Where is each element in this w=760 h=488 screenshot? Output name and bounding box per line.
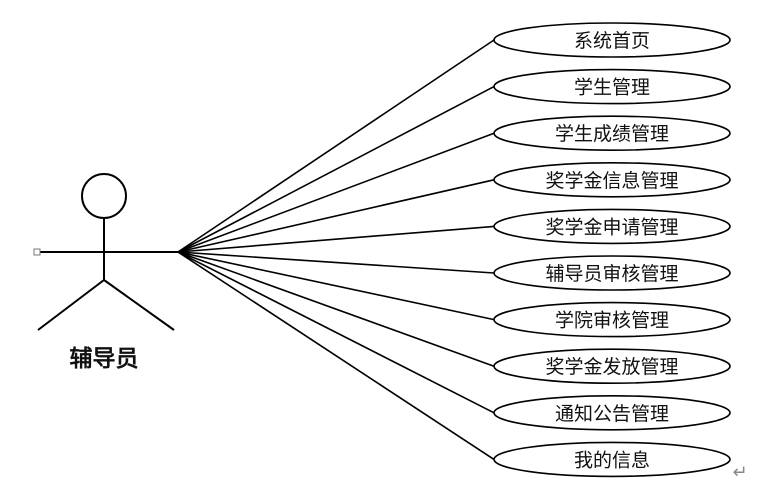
use-case-ellipse[interactable] bbox=[493, 255, 731, 291]
association-line bbox=[177, 251, 495, 461]
use-case-ellipse[interactable] bbox=[493, 68, 731, 105]
selection-handle-icon bbox=[33, 248, 41, 256]
use-case[interactable]: 学生管理 bbox=[493, 68, 731, 105]
association-line bbox=[177, 225, 495, 253]
use-case-ellipse[interactable] bbox=[493, 162, 731, 198]
use-case-label: 学生成绩管理 bbox=[555, 123, 669, 145]
actor-head-icon bbox=[81, 173, 127, 219]
use-case[interactable]: 我的信息 bbox=[493, 441, 731, 478]
association-line bbox=[177, 251, 495, 274]
use-case[interactable]: 奖学金申请管理 bbox=[493, 208, 731, 245]
use-case-label: 学生管理 bbox=[574, 77, 650, 99]
use-case[interactable]: 奖学金信息管理 bbox=[493, 162, 731, 198]
use-case-label: 奖学金发放管理 bbox=[545, 356, 678, 378]
use-case-ellipse[interactable] bbox=[493, 208, 731, 245]
association-line bbox=[177, 39, 495, 253]
paragraph-mark-icon: ↵ bbox=[732, 462, 747, 483]
use-case-ellipse[interactable] bbox=[493, 22, 731, 58]
use-case-label: 辅导员审核管理 bbox=[545, 263, 678, 285]
association-line bbox=[177, 251, 495, 414]
use-case-label: 我的信息 bbox=[574, 449, 650, 471]
use-case-label: 通知公告管理 bbox=[555, 403, 669, 425]
actor-right-leg bbox=[103, 279, 175, 331]
use-case[interactable]: 奖学金发放管理 bbox=[493, 348, 731, 385]
use-case-label: 奖学金申请管理 bbox=[545, 216, 678, 238]
actor-stick-figure bbox=[33, 173, 178, 331]
use-case-ellipse[interactable] bbox=[493, 394, 731, 431]
use-case-ellipse[interactable] bbox=[493, 115, 731, 151]
use-case[interactable]: 辅导员审核管理 bbox=[493, 255, 731, 291]
use-case-label: 学院审核管理 bbox=[555, 310, 669, 332]
actor-left-leg bbox=[37, 279, 105, 331]
use-case[interactable]: 通知公告管理 bbox=[493, 394, 731, 431]
association-line bbox=[177, 251, 495, 367]
use-case[interactable]: 学院审核管理 bbox=[493, 301, 731, 338]
use-case-ellipse[interactable] bbox=[493, 301, 731, 338]
association-line bbox=[177, 85, 495, 253]
use-case-ellipse[interactable] bbox=[493, 348, 731, 385]
use-case-ellipse[interactable] bbox=[493, 441, 731, 478]
association-lines bbox=[177, 39, 495, 461]
use-case-label: 奖学金信息管理 bbox=[545, 170, 678, 192]
use-case-list: 系统首页学生管理学生成绩管理奖学金信息管理奖学金申请管理辅导员审核管理学院审核管… bbox=[493, 22, 731, 478]
use-case[interactable]: 系统首页 bbox=[493, 22, 731, 58]
use-case[interactable]: 学生成绩管理 bbox=[493, 115, 731, 151]
association-line bbox=[177, 132, 495, 253]
actor-name: 辅导员 bbox=[70, 345, 139, 372]
use-case-label: 系统首页 bbox=[574, 30, 650, 52]
association-line bbox=[177, 179, 495, 253]
association-line bbox=[177, 251, 495, 321]
